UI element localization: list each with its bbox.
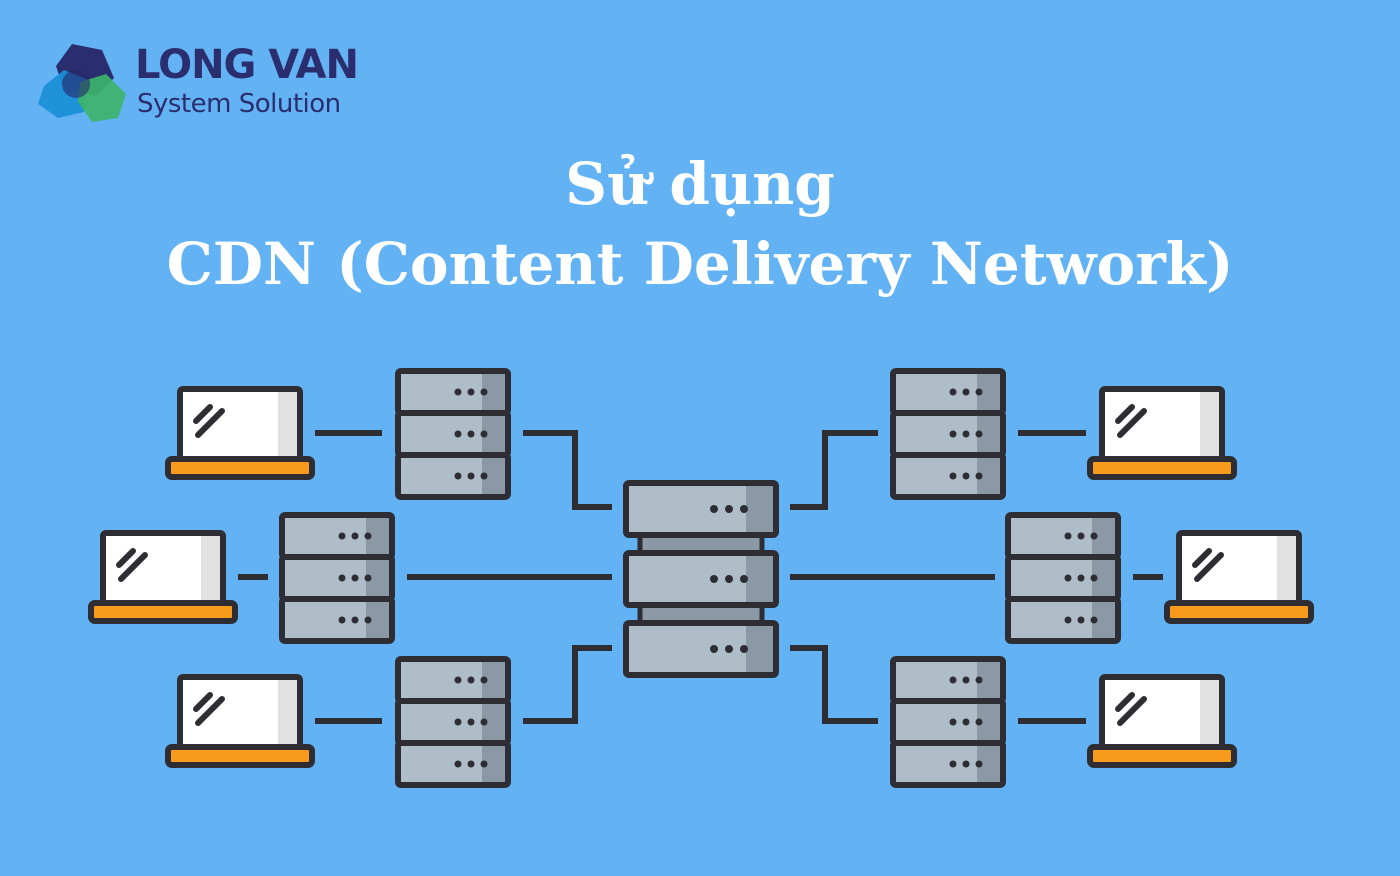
laptop-icon	[1087, 386, 1237, 480]
edge-server	[890, 368, 1006, 500]
laptop-icon	[88, 530, 238, 624]
logo-mark-icon	[38, 44, 126, 122]
page-title-line-2: CDN (Content Delivery Network)	[166, 230, 1234, 298]
laptop-icon	[1164, 530, 1314, 624]
brand-tagline: System Solution	[137, 89, 341, 119]
page-title-line-1: Sử dụng	[565, 150, 835, 218]
brand-name: LONG VAN	[135, 42, 359, 88]
network-link	[523, 645, 612, 724]
edge-server	[890, 656, 1006, 788]
network-link	[790, 430, 878, 510]
origin-server	[623, 480, 779, 678]
edge-server	[395, 368, 511, 500]
long-van-logo	[38, 44, 126, 122]
edge-server	[279, 512, 395, 644]
network-link	[523, 430, 612, 510]
network-link	[790, 645, 878, 724]
laptop-icon	[165, 386, 315, 480]
edge-server	[395, 656, 511, 788]
laptop-icon	[165, 674, 315, 768]
laptop-icon	[1087, 674, 1237, 768]
edge-server	[1005, 512, 1121, 644]
